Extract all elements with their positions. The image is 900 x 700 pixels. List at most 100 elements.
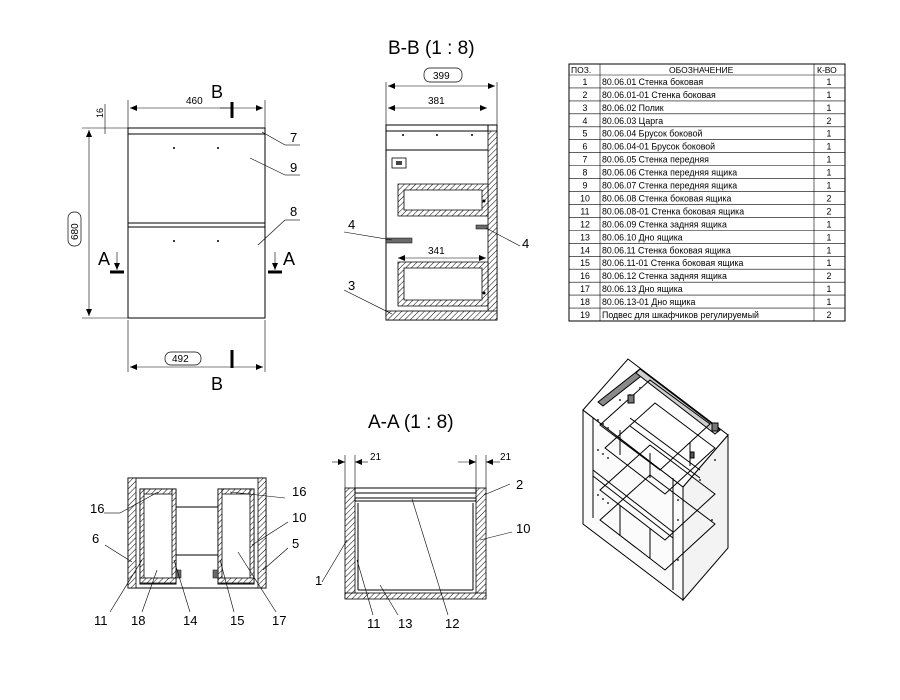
bb-callout-4-left: 4: [348, 217, 355, 232]
table-cell-designation: 80.06.07 Стенка передняя ящика: [602, 181, 737, 191]
table-cell-pos: 19: [580, 310, 590, 320]
table-cell-pos: 11: [580, 206, 589, 216]
section-a-right: A: [283, 249, 295, 269]
table-cell-pos: 4: [583, 116, 588, 126]
aa-callout-13: 13: [398, 616, 412, 631]
bb-top-plate: [385, 124, 489, 132]
table-cell-designation: 80.06.08-01 Стенка боковая ящика: [602, 206, 744, 216]
dim-492: 492: [172, 354, 189, 365]
aa-callout-1: 1: [315, 573, 322, 588]
table-cell-pos: 13: [580, 232, 590, 242]
plan-callout-15: 15: [230, 613, 244, 628]
aa-bottom: [344, 592, 487, 600]
table-cell-designation: Подвес для шкафчиков регулируемый: [602, 310, 759, 320]
section-b-top: B: [211, 82, 223, 102]
dim-680-box: [67, 211, 82, 247]
dim-341: 341: [428, 246, 445, 257]
bb-upper-drawer: [397, 183, 489, 217]
table-cell-pos: 9: [583, 181, 588, 191]
table-cell-qty: 2: [827, 206, 832, 216]
bb-lower-drawer: [397, 261, 489, 307]
plan-callout-18: 18: [131, 613, 145, 628]
plan-callout-6: 6: [92, 531, 99, 546]
dim-399: 399: [433, 71, 450, 82]
table-cell-pos: 15: [580, 258, 590, 268]
bb-callout-3: 3: [348, 278, 355, 293]
plan-view: 16 16 10 6 5 11 18 14 15 17: [90, 477, 306, 628]
table-cell-qty: 2: [827, 116, 832, 126]
section-a-left: A: [98, 249, 110, 269]
aa-right-wall: [475, 487, 487, 599]
table-cell-qty: 1: [827, 90, 832, 100]
table-cell-qty: 1: [827, 103, 832, 113]
section-bb: B-B (1 : 8) 399 381 341 4: [343, 38, 529, 321]
table-cell-designation: 80.06.03 Царга: [602, 116, 663, 126]
table-cell-qty: 1: [827, 245, 832, 255]
plan-callout-16-left: 16: [90, 501, 104, 516]
bb-callout-4-right: 4: [522, 236, 529, 251]
table-cell-pos: 12: [580, 219, 590, 229]
aa-left-wall: [344, 487, 356, 599]
dim-492-box: [164, 351, 202, 366]
table-cell-qty: 1: [827, 168, 832, 178]
plan-callout-5: 5: [292, 536, 299, 551]
aa-callout-11: 11: [367, 616, 381, 631]
dim-21-right: 21: [500, 452, 512, 463]
table-cell-designation: 80.06.06 Стенка передняя ящика: [602, 168, 737, 178]
table-cell-qty: 1: [827, 155, 832, 165]
table-cell-pos: 16: [580, 271, 590, 281]
table-cell-qty: 2: [827, 193, 832, 203]
aa-callout-10: 10: [516, 521, 530, 536]
table-cell-qty: 1: [827, 142, 832, 152]
table-cell-pos: 14: [580, 245, 590, 255]
plan-callout-14: 14: [183, 613, 197, 628]
bb-rail-left: [385, 237, 413, 244]
section-b-bottom: B: [211, 374, 223, 394]
table-cell-qty: 2: [827, 310, 832, 320]
table-cell-designation: 80.06.04 Брусок боковой: [602, 129, 702, 139]
bb-bottom: [385, 310, 498, 321]
table-cell-qty: 1: [827, 77, 832, 87]
table-cell-designation: 80.06.05 Стенка передняя: [602, 155, 709, 165]
section-aa-title: A-A (1 : 8): [368, 412, 454, 433]
dim-21-left: 21: [370, 452, 382, 463]
bb-back-wall: [487, 130, 498, 315]
dim-680: 680: [70, 223, 81, 240]
callout-9: 9: [290, 160, 297, 175]
bb-rail-right: [475, 224, 489, 230]
section-aa: A-A (1 : 8) 21 21 2 10 1 11 13 12: [315, 412, 530, 631]
callout-7: 7: [290, 130, 297, 145]
table-cell-qty: 2: [827, 271, 832, 281]
callout-8: 8: [290, 204, 297, 219]
plan-callout-16-right: 16: [292, 484, 306, 499]
front-holes: [173, 147, 219, 242]
table-cell-pos: 6: [583, 142, 588, 152]
table-header-designation: ОБОЗНАЧЕНИЕ: [669, 65, 734, 75]
table-cell-designation: 80.06.13 Дно ящика: [602, 284, 683, 294]
dim-460: 460: [186, 96, 203, 107]
plan-callout-10: 10: [292, 510, 306, 525]
section-bb-title: B-B (1 : 8): [388, 38, 475, 59]
table-cell-qty: 1: [827, 297, 832, 307]
table-header-qty: К-ВО: [817, 65, 837, 75]
table-cell-pos: 1: [583, 77, 588, 87]
table-cell-qty: 1: [827, 258, 832, 268]
table-cell-pos: 3: [583, 103, 588, 113]
dim-16: 16: [95, 108, 105, 118]
table-cell-pos: 8: [583, 168, 588, 178]
table-cell-pos: 7: [583, 155, 588, 165]
table-cell-designation: 80.06.01-01 Стенка боковая: [602, 90, 716, 100]
table-cell-pos: 17: [580, 284, 590, 294]
table-cell-qty: 1: [827, 181, 832, 191]
table-cell-designation: 80.06.13-01 Дно ящика: [602, 297, 696, 307]
table-cell-pos: 10: [580, 193, 590, 203]
table-cell-designation: 80.06.09 Стенка задняя ящика: [602, 219, 727, 229]
table-cell-designation: 80.06.11 Стенка боковая ящика: [602, 245, 731, 255]
table-cell-qty: 1: [827, 219, 832, 229]
table-cell-designation: 80.06.02 Полик: [602, 103, 664, 113]
aa-callout-2: 2: [516, 477, 523, 492]
